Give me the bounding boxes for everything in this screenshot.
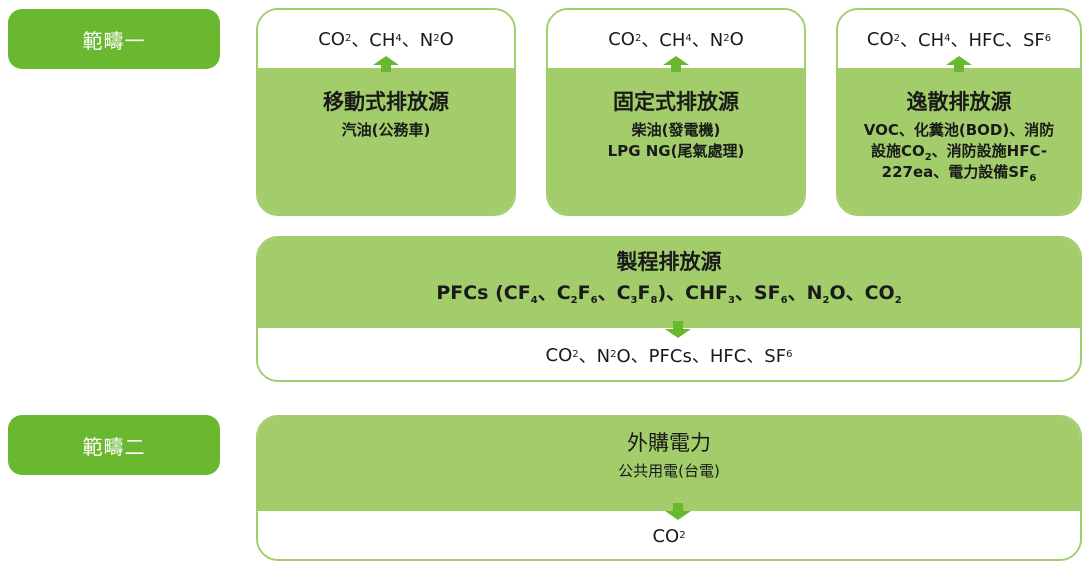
arrow-up-icon — [954, 64, 964, 72]
arrow-up-icon — [381, 64, 391, 72]
detail-subscript: 2 — [570, 295, 578, 306]
purchased-electricity-title: 外購電力 — [627, 431, 711, 455]
stationary-source-detail-1: 柴油(發電機) — [631, 121, 721, 139]
detail-subscript: 6 — [1029, 173, 1037, 184]
scope2-tag: 範疇二 — [8, 415, 220, 475]
purchased-electricity-panel: 外購電力 公共用電(台電) — [258, 417, 1080, 511]
detail-subscript: 4 — [530, 295, 538, 306]
gas-text: O — [439, 28, 454, 50]
detail-text: 、C — [597, 282, 631, 304]
process-source-panel: 製程排放源 PFCs (CF4、C2F6、C3F8)、CHF3、SF6、N2O、… — [258, 238, 1080, 328]
detail-text: O、CO — [829, 282, 895, 304]
gas-text: 、N — [578, 346, 611, 367]
arrow-up-icon — [663, 56, 689, 65]
scope1-tag: 範疇一 — [8, 9, 220, 69]
arrow-up-icon — [946, 56, 972, 65]
detail-text: F — [577, 282, 591, 304]
gas-text: O — [729, 28, 744, 50]
gas-text: CO — [608, 28, 635, 50]
detail-subscript: 2 — [822, 295, 830, 306]
detail-subscript: 3 — [630, 295, 638, 306]
stationary-source-title: 固定式排放源 — [613, 90, 739, 114]
process-source-detail: PFCs (CF4、C2F6、C3F8)、CHF3、SF6、N2O、CO2 — [436, 280, 901, 307]
gas-text: CO — [545, 344, 573, 366]
gas-text: 、HFC、SF — [950, 30, 1045, 51]
detail-text: 、SF — [734, 282, 781, 304]
detail-subscript: 6 — [780, 295, 788, 306]
gas-text: 、CH — [351, 30, 396, 51]
detail-text: F — [637, 282, 651, 304]
arrow-up-icon — [671, 64, 681, 72]
arrow-up-icon — [373, 56, 399, 65]
detail-text: 227ea、電力設備SF — [881, 163, 1030, 181]
detail-text: 、C — [537, 282, 571, 304]
fugitive-source-title: 逸散排放源 — [906, 90, 1012, 114]
mobile-source-panel: 移動式排放源 汽油(公務車) — [258, 68, 514, 214]
detail-subscript: 3 — [727, 295, 735, 306]
arrow-down-icon — [665, 329, 691, 338]
detail-subscript: 2 — [894, 295, 902, 306]
detail-subscript: 8 — [650, 295, 658, 306]
fugitive-source-detail-2: 設施CO2、消防設施HFC- — [870, 141, 1048, 163]
gas-text: O、PFCs、HFC、SF — [616, 346, 787, 367]
detail-text: 、消防設施HFC- — [931, 142, 1048, 160]
stationary-source-detail-2: LPG NG(尾氣處理) — [607, 142, 745, 161]
detail-text: 設施CO — [870, 142, 925, 160]
detail-text: )、CHF — [657, 282, 728, 304]
gas-text: 、N — [691, 30, 724, 51]
mobile-source-title: 移動式排放源 — [323, 90, 449, 114]
gas-text: CO — [866, 28, 894, 50]
mobile-source-detail: 汽油(公務車) — [341, 121, 431, 139]
arrow-down-icon — [673, 321, 683, 329]
process-source-box: 製程排放源 PFCs (CF4、C2F6、C3F8)、CHF3、SF6、N2O、… — [256, 236, 1082, 382]
detail-subscript: 2 — [924, 152, 932, 163]
purchased-electricity-detail: 公共用電(台電) — [618, 462, 720, 480]
process-source-title: 製程排放源 — [616, 250, 722, 274]
gas-text: 、N — [401, 30, 434, 51]
detail-text: PFCs (CF — [436, 282, 531, 304]
stationary-source-panel: 固定式排放源 柴油(發電機) LPG NG(尾氣處理) — [548, 68, 804, 214]
detail-text: 、N — [787, 282, 823, 304]
gas-text: 、CH — [900, 30, 945, 51]
detail-subscript: 6 — [590, 295, 598, 306]
gas-text: CO — [652, 525, 680, 547]
arrow-down-icon — [665, 511, 691, 520]
fugitive-source-detail-1: VOC、化糞池(BOD)、消防 — [863, 121, 1055, 139]
gas-text: 、CH — [641, 30, 686, 51]
arrow-down-icon — [673, 503, 683, 511]
fugitive-source-panel: 逸散排放源 VOC、化糞池(BOD)、消防 設施CO2、消防設施HFC- 227… — [838, 68, 1080, 214]
gas-text: CO — [318, 28, 345, 50]
fugitive-source-detail-3: 227ea、電力設備SF6 — [881, 162, 1037, 184]
